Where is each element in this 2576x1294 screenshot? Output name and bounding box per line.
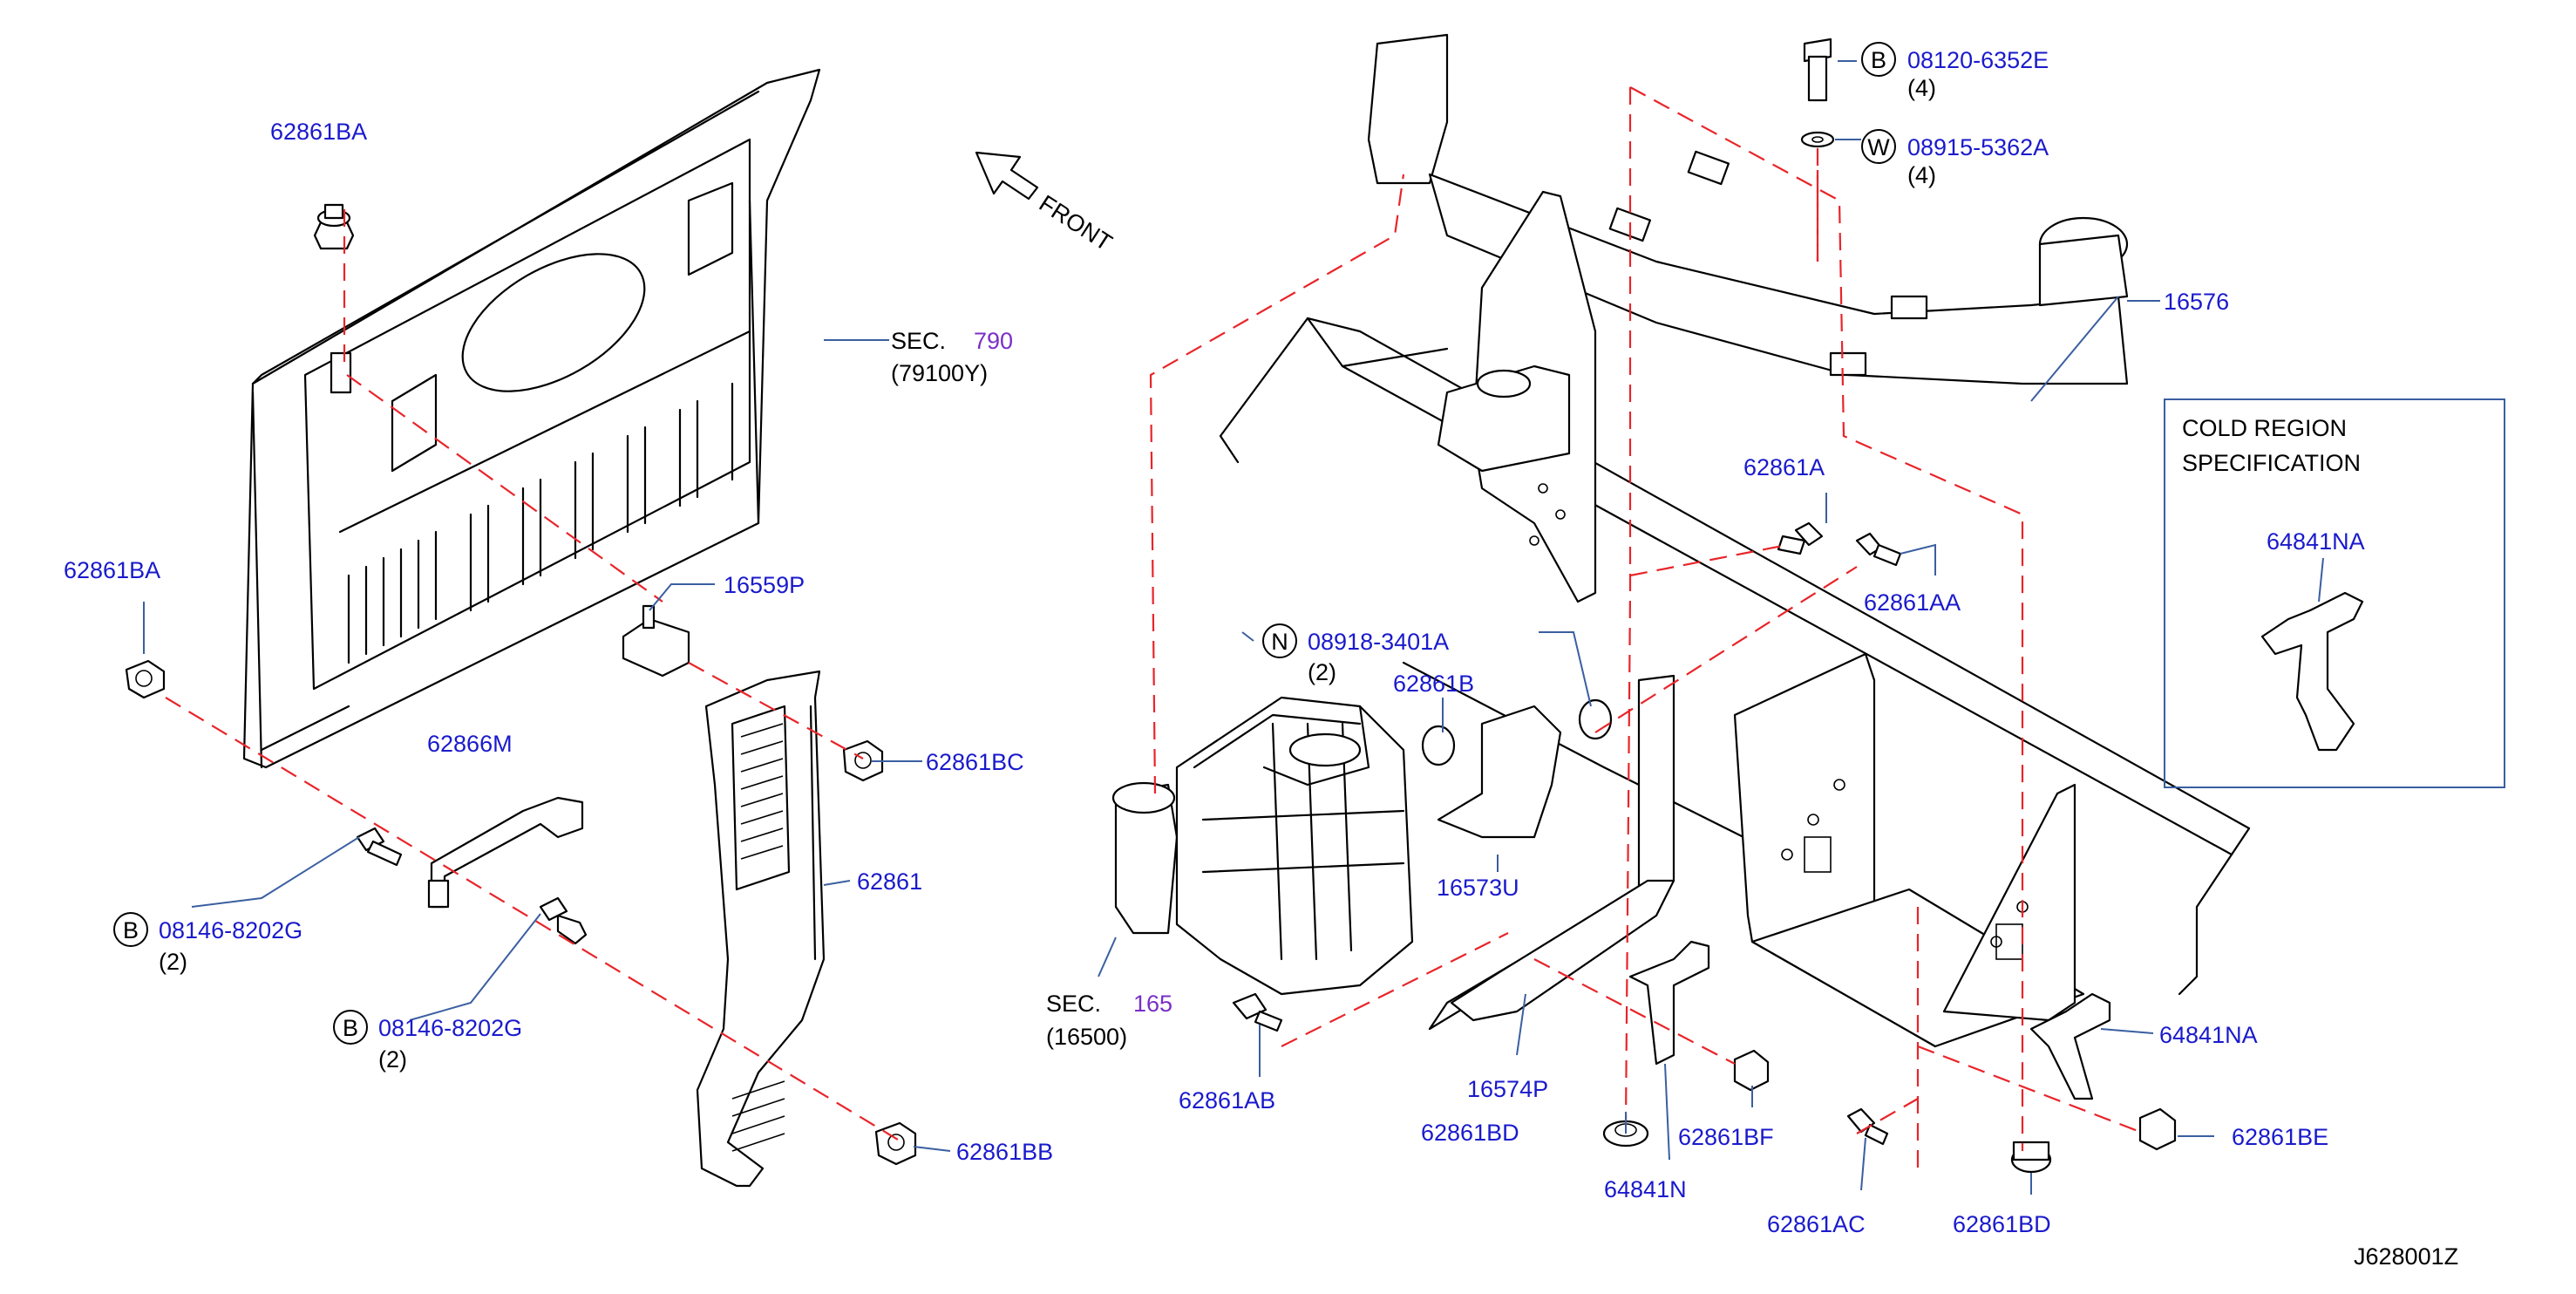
nut-icon bbox=[125, 659, 166, 699]
symbol-b: B bbox=[343, 1015, 358, 1041]
part-62861b: 62861B bbox=[1393, 671, 1474, 697]
front-direction-label: FRONT bbox=[1035, 190, 1117, 256]
dashed-guide-lines bbox=[165, 86, 2145, 1168]
part-16559p: 16559P bbox=[724, 572, 805, 598]
inset-part-label: 64841NA bbox=[2267, 528, 2365, 555]
part-62866m: 62866M bbox=[427, 731, 513, 757]
part-62861bf: 62861BF bbox=[1678, 1124, 1774, 1150]
part-62861bd-1: 62861BD bbox=[1421, 1120, 1519, 1146]
part-62861a: 62861A bbox=[1743, 454, 1825, 480]
part-08146-8202g-1: 08146-8202G bbox=[159, 917, 302, 943]
sec-165-prefix: SEC. bbox=[1046, 991, 1101, 1017]
duct-62861 bbox=[696, 670, 826, 1188]
part-08146-8202g-2: 08146-8202G bbox=[378, 1015, 522, 1041]
air-cleaner-illustration bbox=[1111, 696, 1414, 996]
bolt-icon bbox=[356, 827, 403, 867]
part-08915-5362a: 08915-5362A bbox=[1907, 134, 2049, 160]
bracket-16573u bbox=[1437, 705, 1562, 839]
nut-icon bbox=[313, 203, 355, 250]
sec-790-sub: (79100Y) bbox=[891, 360, 988, 386]
inset-title-line1: COLD REGION bbox=[2182, 415, 2347, 441]
sec-790-number: 790 bbox=[974, 328, 1013, 354]
qty-08146-8202g-1: (2) bbox=[159, 949, 187, 975]
part-62861ba-left: 62861BA bbox=[64, 557, 160, 583]
symbol-n-circle bbox=[1262, 623, 1297, 658]
bolt-icon bbox=[539, 896, 588, 945]
front-arrow-icon bbox=[975, 151, 1039, 201]
part-16573u: 16573U bbox=[1437, 875, 1519, 901]
nut-icon bbox=[874, 1121, 917, 1166]
bracket-64841na bbox=[2029, 992, 2111, 1100]
part-62861ac: 62861AC bbox=[1767, 1211, 1866, 1237]
part-64841n: 64841N bbox=[1604, 1176, 1687, 1202]
diagram-code: J628001Z bbox=[2354, 1243, 2458, 1270]
qty-08915-5362a: (4) bbox=[1907, 162, 1936, 188]
sec-790-prefix: SEC. bbox=[891, 328, 946, 354]
duct-16576 bbox=[1367, 33, 2129, 385]
bracket-assembly bbox=[1437, 190, 1597, 603]
bolt-icon bbox=[1803, 37, 1832, 102]
bolt-icon bbox=[1846, 1107, 1889, 1146]
sec-165-sub: (16500) bbox=[1046, 1024, 1127, 1050]
part-62861be: 62861BE bbox=[2232, 1124, 2328, 1150]
symbol-b-circle bbox=[333, 1010, 368, 1045]
qty-08146-8202g-2: (2) bbox=[378, 1046, 407, 1073]
bracket-64841n bbox=[1628, 940, 1710, 1066]
bolt-icon bbox=[1855, 532, 1902, 567]
mount-16559p bbox=[622, 604, 690, 678]
part-62861: 62861 bbox=[857, 868, 922, 895]
bracket-62866m bbox=[427, 796, 584, 909]
inset-title-line2: SPECIFICATION bbox=[2182, 450, 2361, 476]
part-62861bd-2: 62861BD bbox=[1953, 1211, 2051, 1237]
bolt-icon bbox=[1777, 521, 1824, 555]
bracket-64841na-inset bbox=[2260, 591, 2364, 752]
leader-lines bbox=[143, 60, 2324, 1195]
qty-08120-6352e: (4) bbox=[1907, 75, 1936, 101]
cold-region-inset bbox=[2164, 398, 2505, 788]
part-08120-6352e: 08120-6352E bbox=[1907, 47, 2049, 73]
qty-08918-3401a: (2) bbox=[1308, 659, 1336, 685]
symbol-b-circle bbox=[1861, 42, 1896, 77]
nut-icon bbox=[1578, 698, 1613, 740]
symbol-b-circle bbox=[113, 912, 148, 947]
symbol-b: B bbox=[1871, 47, 1886, 73]
washer-icon bbox=[1800, 131, 1835, 148]
part-62861ba-top: 62861BA bbox=[270, 119, 367, 145]
symbol-w-circle bbox=[1861, 129, 1896, 164]
symbol-n: N bbox=[1271, 629, 1288, 655]
part-62861bb: 62861BB bbox=[956, 1139, 1053, 1165]
symbol-b: B bbox=[123, 917, 139, 943]
rear-panel-illustration bbox=[242, 68, 821, 769]
sec-165-number: 165 bbox=[1133, 991, 1172, 1017]
part-08918-3401a: 08918-3401A bbox=[1308, 629, 1449, 655]
nut-icon bbox=[842, 739, 884, 782]
nut-icon bbox=[2010, 1141, 2052, 1174]
part-16574p: 16574P bbox=[1467, 1076, 1548, 1102]
bolt-icon bbox=[1232, 992, 1283, 1032]
nut-icon bbox=[1733, 1049, 1770, 1092]
part-64841na: 64841NA bbox=[2159, 1022, 2258, 1048]
part-16576: 16576 bbox=[2164, 289, 2229, 315]
part-62861ab: 62861AB bbox=[1179, 1087, 1275, 1114]
nut-icon bbox=[2138, 1107, 2177, 1151]
part-62861aa: 62861AA bbox=[1864, 589, 1961, 616]
bracket-16574p bbox=[1450, 879, 1675, 1022]
symbol-w: W bbox=[1867, 134, 1890, 160]
nut-icon bbox=[1421, 725, 1456, 766]
part-62861bc: 62861BC bbox=[926, 749, 1024, 775]
